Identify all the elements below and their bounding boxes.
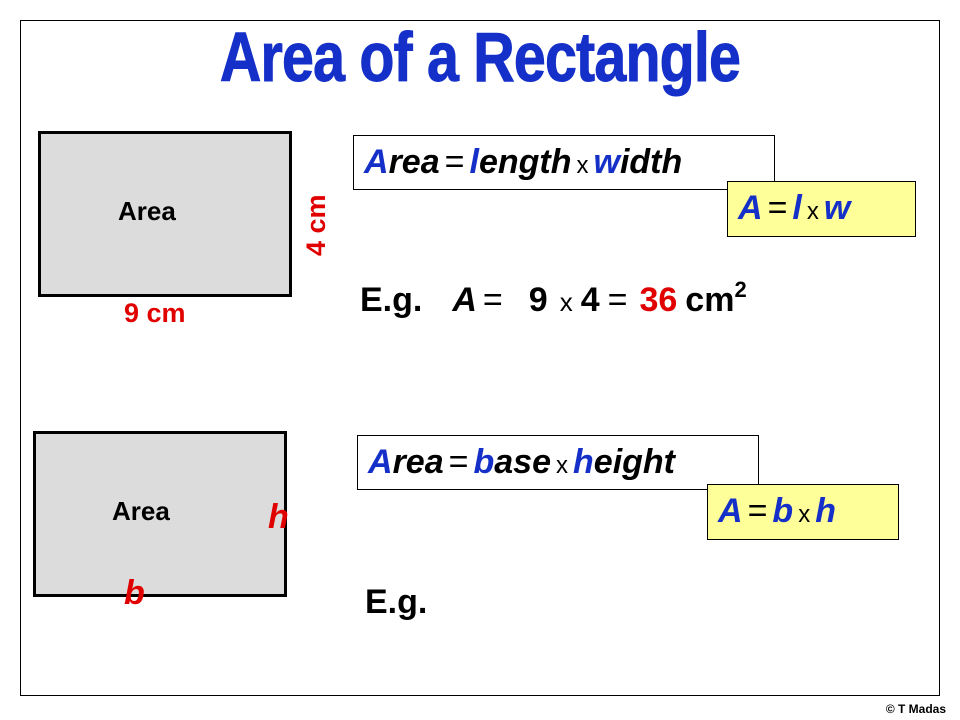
- formula-word-base-rest: ase: [494, 443, 551, 481]
- formula-short-lhs: A: [738, 189, 763, 227]
- example-number-1: 9: [528, 281, 548, 319]
- unit-text: cm: [685, 281, 735, 319]
- rectangle-example-1: [38, 131, 292, 297]
- page-title: Area of a Rectangle: [219, 18, 741, 96]
- formula-short-var-2: w: [823, 189, 851, 227]
- formula-word-width-rest: idth: [619, 143, 683, 181]
- equals-sign: =: [448, 443, 469, 481]
- rectangle-1-height-label: 4 cm: [301, 194, 331, 256]
- unit-power: 2: [734, 277, 747, 302]
- formula-word-area-initial: A: [368, 443, 393, 481]
- formula-word-area-rest: rea: [388, 143, 440, 181]
- formula-short-var-2: h: [815, 492, 836, 530]
- equals-sign: =: [607, 281, 628, 319]
- times-sign: x: [556, 452, 568, 479]
- formula-short-var-1: b: [772, 492, 794, 530]
- formula-short-var-1: l: [792, 189, 802, 227]
- example-prefix: E.g.: [360, 281, 423, 319]
- rectangle-2-base-label: b: [124, 574, 145, 612]
- example-lhs: A: [452, 281, 477, 319]
- formula-word-width-initial: w: [593, 143, 620, 181]
- formula-word-height-initial: h: [573, 443, 594, 481]
- times-sign: x: [559, 287, 573, 317]
- example-result: 36: [639, 281, 678, 319]
- example-number-2: 4: [580, 281, 600, 319]
- example-prefix: E.g.: [365, 583, 428, 621]
- equals-sign: =: [747, 492, 768, 530]
- rectangle-2-height-label: h: [268, 498, 289, 536]
- formula-word-base-initial: b: [473, 443, 495, 481]
- formula-word-length-initial: l: [469, 143, 479, 181]
- times-sign: x: [798, 501, 811, 528]
- formula-short-lhs: A: [718, 492, 743, 530]
- example-unit: cm2: [685, 277, 746, 319]
- copyright-notice: © T Madas: [885, 702, 946, 716]
- rectangle-1-area-label: Area: [118, 196, 176, 226]
- worked-example-2: E.g.: [365, 583, 427, 622]
- rectangle-1-width-label: 9 cm: [124, 298, 186, 328]
- rectangle-example-2: [33, 431, 287, 597]
- formula-word-area-rest: rea: [392, 443, 444, 481]
- times-sign: x: [806, 198, 819, 225]
- equals-sign: =: [444, 143, 465, 181]
- formula-word-area-initial: A: [364, 143, 389, 181]
- times-sign: x: [576, 152, 589, 179]
- equals-sign: =: [767, 189, 788, 227]
- formula-word-length-rest: ength: [478, 143, 572, 181]
- formula-word-height-rest: eight: [593, 443, 675, 481]
- rectangle-2-area-label: Area: [112, 496, 170, 526]
- equals-sign: =: [482, 281, 503, 319]
